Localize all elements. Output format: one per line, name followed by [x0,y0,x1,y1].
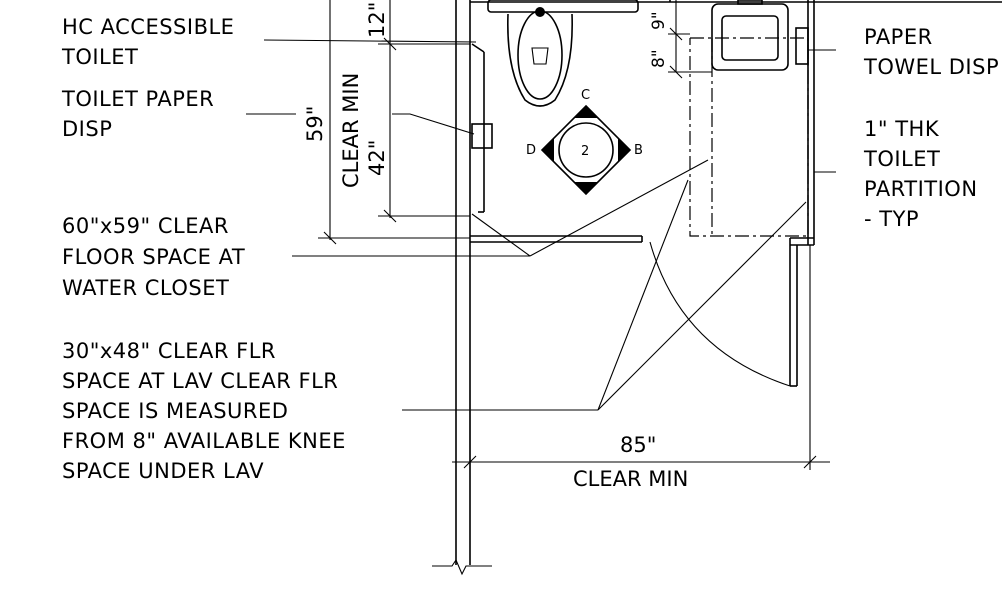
turning-top-label: C [581,88,590,103]
grab-bar-42-label: 42" [365,140,389,176]
lavatory-fixture [711,0,789,71]
vertical-dimension-lines [318,0,470,245]
note-paper-towel-line2: TOWEL DISP [863,55,999,79]
door-swing-arc [649,241,791,387]
toilet-paper-dispenser [471,123,493,149]
turning-space-symbol [540,104,632,196]
note-wc-floor-line1: 60"x59" CLEAR [62,214,229,238]
note-lav-floor-line3: SPACE IS MEASURED [62,399,288,423]
horizontal-clear-min-label: CLEAR MIN [573,467,688,491]
leader-lines [246,39,836,411]
note-partition-line4: - TYP [864,207,919,231]
horizontal-dimension-line [452,245,830,470]
note-partition-line1: 1" THK [864,117,940,141]
note-lav-floor-line4: FROM 8" AVAILABLE KNEE [62,429,346,453]
lav-9-label: 9" [649,11,669,30]
note-tp-disp-line1: TOILET PAPER [61,87,214,111]
grab-bar [471,43,485,213]
paper-towel-dispenser [795,27,809,65]
vertical-59-label: 59" [303,106,327,142]
note-tp-disp-line2: DISP [62,117,112,141]
note-hc-toilet-line1: HC ACCESSIBLE [62,15,234,39]
left-wall [432,0,492,576]
note-lav-floor-line5: SPACE UNDER LAV [62,459,264,483]
horizontal-85-label: 85" [620,433,656,457]
vertical-clear-min-label: CLEAR MIN [339,73,363,188]
note-lav-floor-line1: 30"x48" CLEAR FLR [62,339,276,363]
note-hc-toilet-line2: TOILET [61,45,138,69]
turning-right-label: B [634,143,643,158]
note-lav-floor-line2: SPACE AT LAV CLEAR FLR [62,369,338,393]
note-paper-towel-line1: PAPER [864,25,933,49]
lav-dimension-lines [668,0,712,79]
note-partition-line2: TOILET [863,147,940,171]
toilet-12-label: 12" [365,2,389,38]
turning-center-label: 2 [581,144,589,159]
note-partition-line3: PARTITION [864,177,978,201]
toilet-fixture [487,0,639,107]
turning-left-label: D [526,143,536,158]
note-wc-floor-line2: FLOOR SPACE AT [62,245,245,269]
lav-clear-floor-space [689,37,809,237]
lav-8-label: 8" [649,49,669,68]
note-wc-floor-line3: WATER CLOSET [62,276,229,300]
